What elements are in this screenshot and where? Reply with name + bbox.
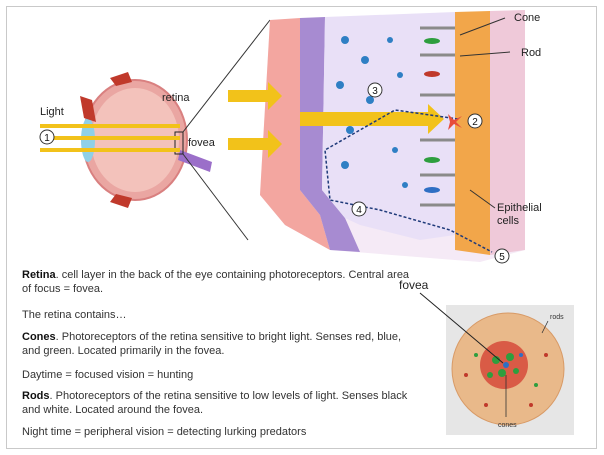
fovea-pointer-line <box>420 293 503 363</box>
